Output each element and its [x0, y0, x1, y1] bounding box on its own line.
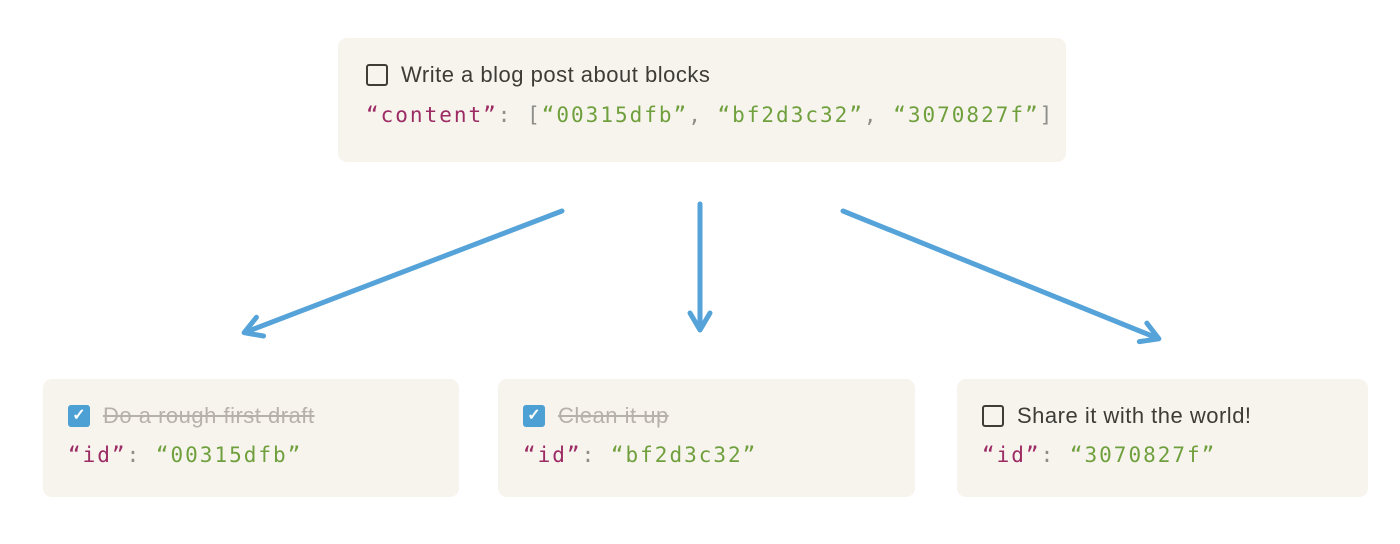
child-1-todo-row: ✓ Do a rough first draft [68, 405, 434, 427]
child-1-code-line: “id”: “00315dfb” [68, 442, 434, 468]
code-content-id-1: “00315dfb” [541, 103, 689, 127]
checkmark-icon: ✓ [72, 407, 86, 424]
child-3-todo-checkbox[interactable]: ✓ [982, 405, 1004, 427]
code-content-id-2: “bf2d3c32” [717, 103, 864, 127]
child-3-code-line: “id”: “3070827f” [982, 442, 1343, 468]
code-id-value: “3070827f” [1069, 443, 1217, 467]
code-id-value: “00315dfb” [155, 443, 303, 467]
child-block-card-1: ✓ Do a rough first draft “id”: “00315dfb… [43, 379, 459, 497]
child-2-todo-row: ✓ Clean it up [523, 405, 890, 427]
parent-block-card: ✓ Write a blog post about blocks “conten… [338, 38, 1066, 162]
code-colon: : [1040, 443, 1070, 467]
arrow-to-child-1 [241, 208, 565, 339]
code-key: “id” [68, 443, 127, 467]
child-1-todo-title: Do a rough first draft [103, 403, 315, 428]
child-block-card-2: ✓ Clean it up “id”: “bf2d3c32” [498, 379, 915, 497]
parent-todo-title: Write a blog post about blocks [401, 62, 711, 87]
child-1-todo-checkbox[interactable]: ✓ [68, 405, 90, 427]
child-3-todo-title: Share it with the world! [1017, 403, 1252, 428]
parent-todo-row: ✓ Write a blog post about blocks [366, 64, 1038, 86]
parent-todo-checkbox[interactable]: ✓ [366, 64, 388, 86]
checkmark-icon: ✓ [527, 407, 541, 424]
child-2-todo-checkbox[interactable]: ✓ [523, 405, 545, 427]
parent-code-line: “content”: [“00315dfb”, “bf2d3c32”, “307… [366, 102, 1052, 128]
child-2-todo-title: Clean it up [558, 403, 669, 428]
child-3-todo-row: ✓ Share it with the world! [982, 405, 1343, 427]
code-content-id-3: “3070827f” [893, 103, 1040, 127]
code-open-bracket: [ [527, 103, 542, 127]
code-separator: , [688, 103, 718, 127]
code-colon: : [126, 443, 156, 467]
code-key: “id” [523, 443, 582, 467]
code-id-value: “bf2d3c32” [610, 443, 758, 467]
child-2-code-line: “id”: “bf2d3c32” [523, 442, 890, 468]
child-block-card-3: ✓ Share it with the world! “id”: “307082… [957, 379, 1368, 497]
code-key: “content” [366, 103, 498, 127]
code-colon: : [581, 443, 611, 467]
code-close-bracket: ] [1039, 103, 1055, 127]
code-separator: , [863, 103, 894, 127]
arrow-to-child-3 [840, 208, 1162, 345]
code-colon: : [497, 103, 528, 127]
code-key: “id” [982, 443, 1041, 467]
